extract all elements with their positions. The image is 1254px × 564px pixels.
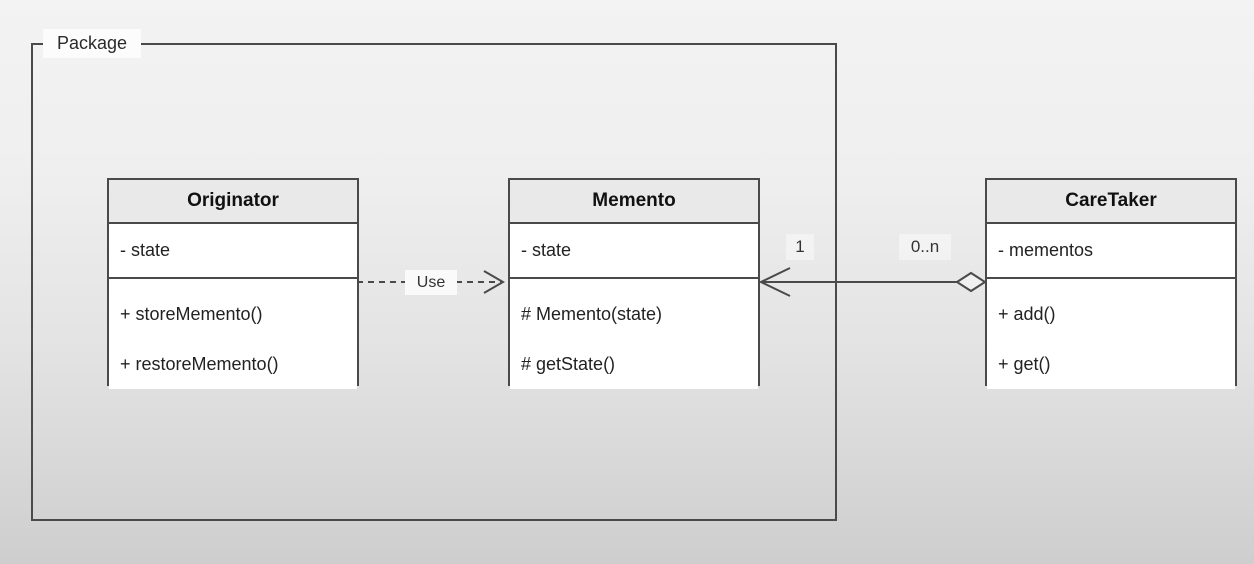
class-originator[interactable]: Originator - state + storeMemento() + re… [107, 178, 359, 389]
class-caretaker-attributes: - mementos [987, 224, 1235, 279]
use-edge-label: Use [405, 270, 457, 295]
class-originator-title: Originator [109, 180, 357, 224]
class-memento-title: Memento [510, 180, 758, 224]
method-row: # Memento(state) [521, 304, 663, 324]
method-row: + add() [998, 304, 1056, 324]
attribute-row: - mementos [998, 240, 1094, 260]
class-memento[interactable]: Memento - state # Memento(state) # getSt… [508, 178, 760, 389]
attribute-row: - state [521, 240, 572, 260]
class-caretaker-methods: + add() + get() [987, 279, 1235, 389]
class-caretaker[interactable]: CareTaker - mementos + add() + get() [985, 178, 1237, 389]
class-memento-attributes: - state [510, 224, 758, 279]
aggregation-diamond-icon [955, 271, 987, 293]
class-memento-methods: # Memento(state) # getState() [510, 279, 758, 389]
class-caretaker-title: CareTaker [987, 180, 1235, 224]
attribute-row: - state [120, 240, 171, 260]
class-originator-methods: + storeMemento() + restoreMemento() [109, 279, 357, 389]
multiplicity-label-memento: 1 [786, 234, 814, 260]
method-row: # getState() [521, 354, 616, 374]
class-originator-attributes: - state [109, 224, 357, 279]
multiplicity-label-caretaker: 0..n [899, 234, 951, 260]
method-row: + storeMemento() [120, 304, 263, 324]
package-label: Package [43, 29, 142, 58]
method-row: + get() [998, 354, 1051, 374]
method-row: + restoreMemento() [120, 354, 279, 374]
